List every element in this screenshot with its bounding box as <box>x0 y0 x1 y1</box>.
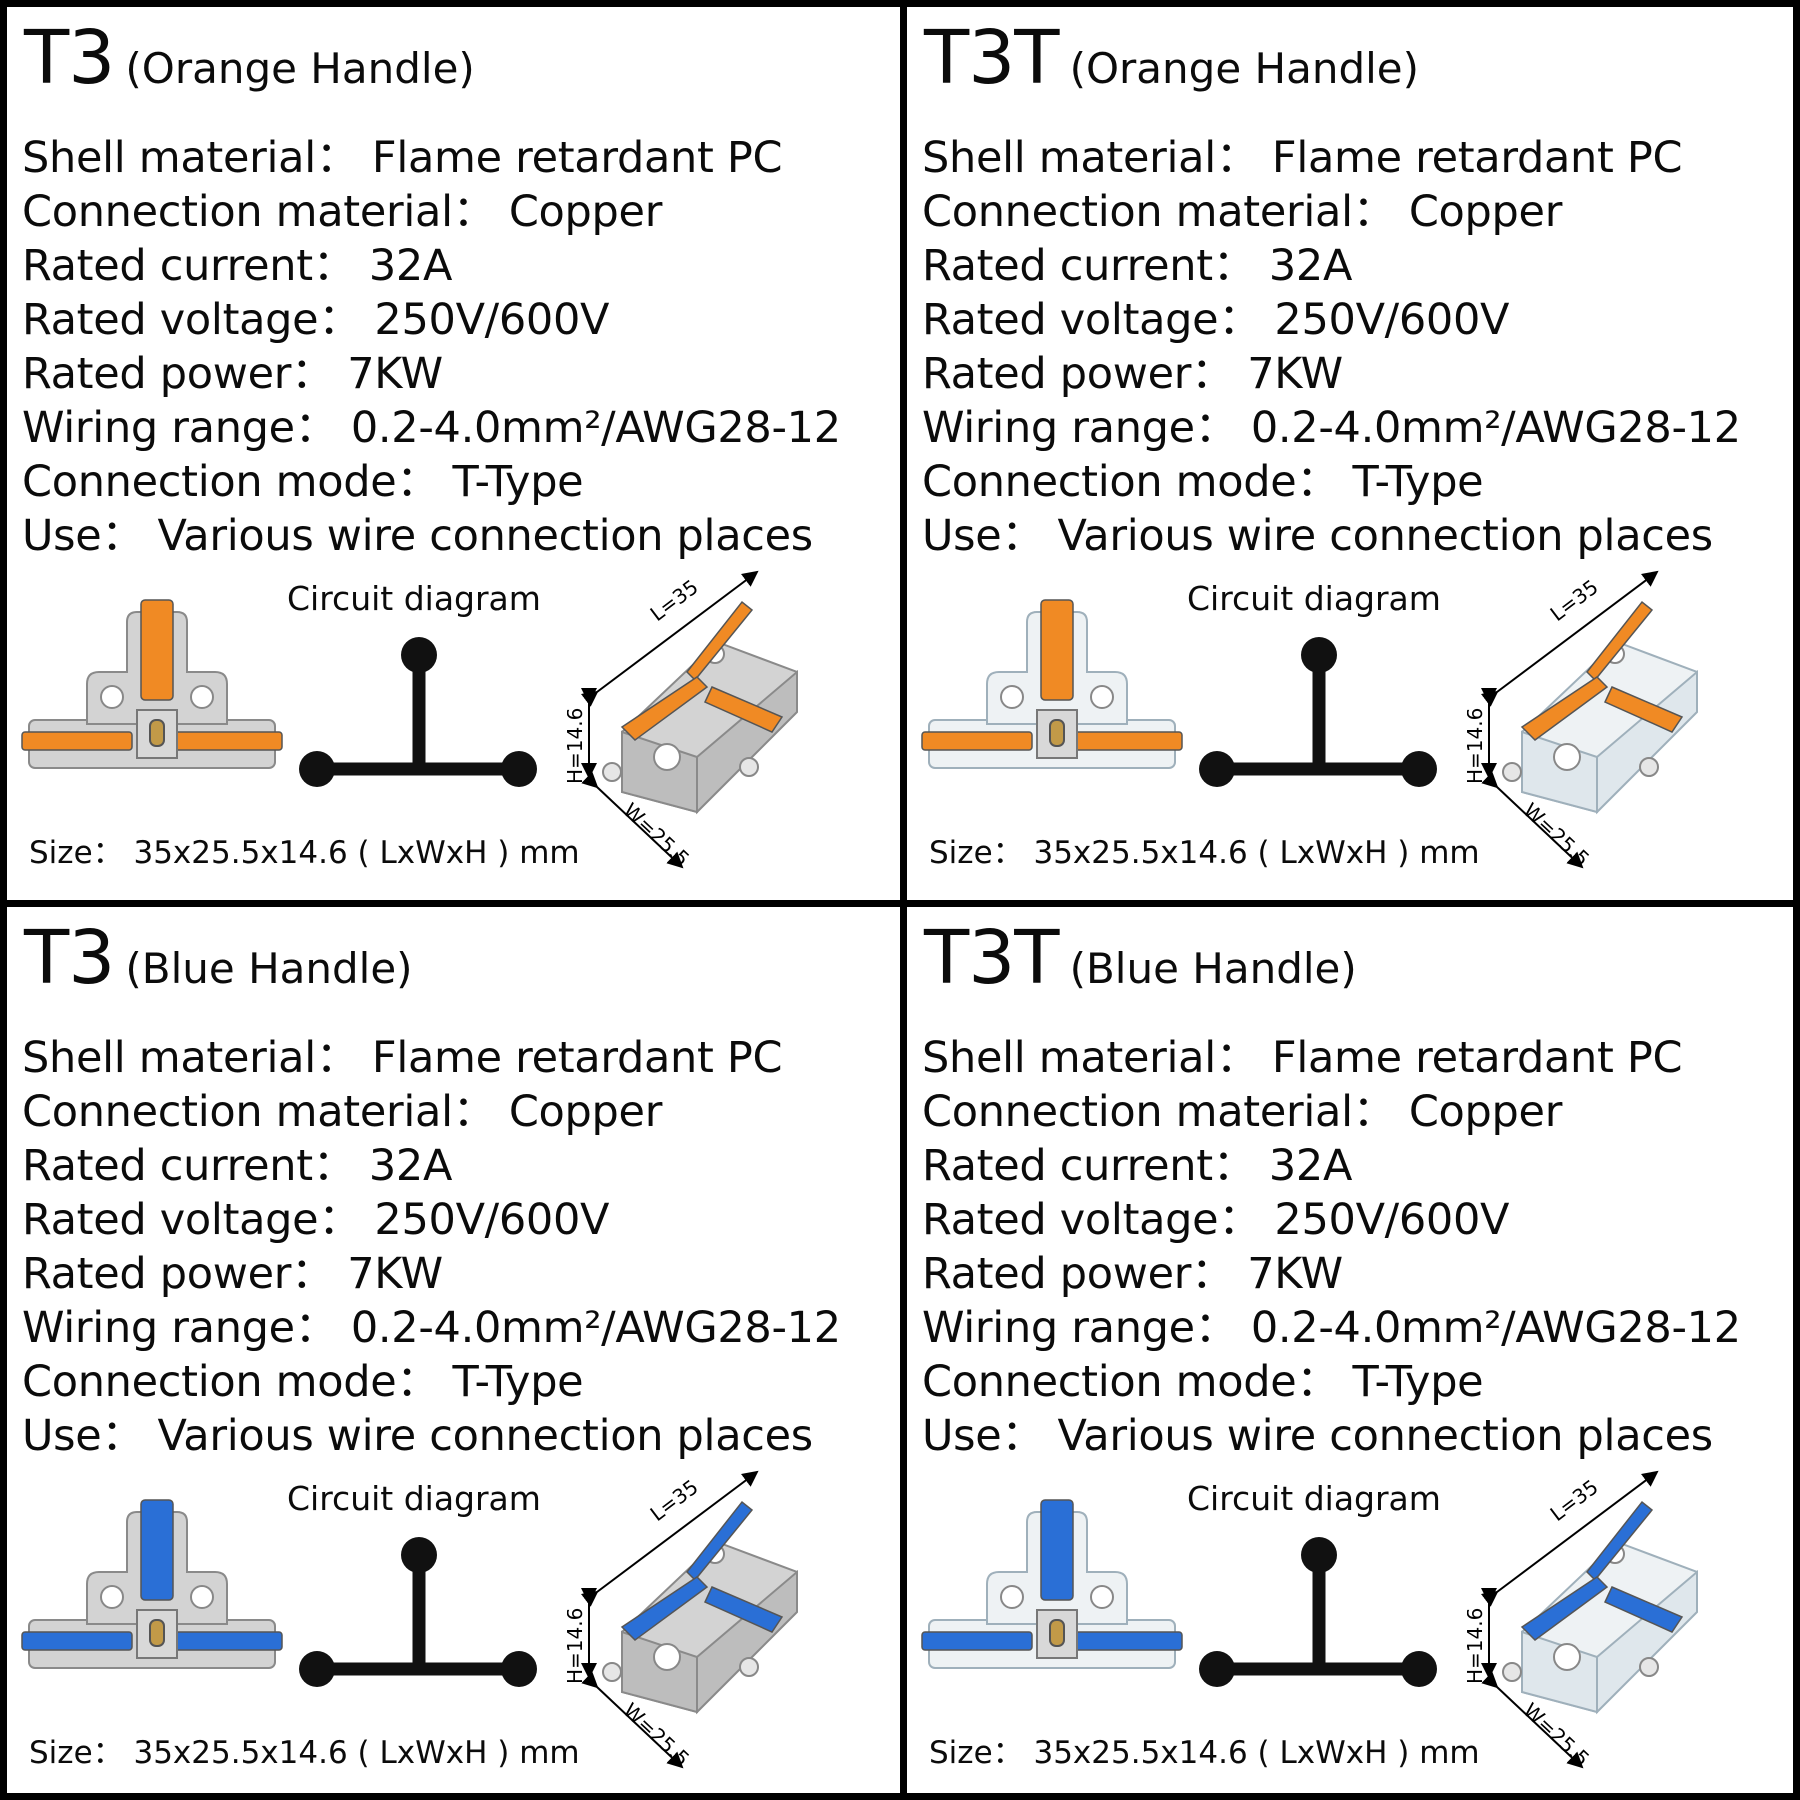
spec-rated-power: Rated power： 7KW <box>22 349 443 399</box>
panel-t3t-orange: T3T (Orange Handle) Shell material： Flam… <box>907 7 1793 900</box>
circuit-diagram-label: Circuit diagram <box>1187 579 1441 618</box>
spec-list: Shell material： Flame retardant PC Conne… <box>22 1031 841 1463</box>
height-dimension: H=14.6 <box>567 1608 587 1684</box>
t-circuit-diagram <box>1199 1537 1437 1687</box>
spec-shell-material: Shell material： Flame retardant PC <box>22 133 783 183</box>
spec-list: Shell material： Flame retardant PC Conne… <box>922 131 1741 563</box>
connector-front-view <box>921 1499 1183 1669</box>
spec-rated-current: Rated current： 32A <box>922 1141 1353 1191</box>
spec-wiring-range: Wiring range： 0.2-4.0mm²/AWG28-12 <box>22 403 841 453</box>
panel-title: T3 (Orange Handle) <box>24 21 475 95</box>
panel-t3-orange: T3 (Orange Handle) Shell material： Flame… <box>7 7 900 900</box>
size-text: Size： 35x25.5x14.6 ( LxWxH ) mm <box>929 835 1480 871</box>
spec-list: Shell material： Flame retardant PC Conne… <box>22 131 841 563</box>
spec-connection-mode: Connection mode： T-Type <box>22 457 584 507</box>
spec-use: Use： Various wire connection places <box>922 1411 1713 1461</box>
spec-use: Use： Various wire connection places <box>922 511 1713 561</box>
spec-rated-voltage: Rated voltage： 250V/600V <box>922 295 1510 345</box>
t-circuit-diagram <box>299 1537 537 1687</box>
size-text: Size： 35x25.5x14.6 ( LxWxH ) mm <box>29 835 580 871</box>
circuit-diagram-label: Circuit diagram <box>1187 1479 1441 1518</box>
spec-shell-material: Shell material： Flame retardant PC <box>22 1033 783 1083</box>
handle-variant: (Orange Handle) <box>1069 44 1420 93</box>
height-dimension: H=14.6 <box>1467 1608 1487 1684</box>
t-circuit-diagram <box>299 637 537 787</box>
model-name: T3T <box>924 15 1059 101</box>
handle-variant: (Blue Handle) <box>1069 944 1357 993</box>
spec-shell-material: Shell material： Flame retardant PC <box>922 133 1683 183</box>
spec-rated-current: Rated current： 32A <box>22 1141 453 1191</box>
spec-connection-material: Connection material： Copper <box>22 187 663 237</box>
height-dimension: H=14.6 <box>567 708 587 784</box>
spec-connection-mode: Connection mode： T-Type <box>22 1357 584 1407</box>
spec-wiring-range: Wiring range： 0.2-4.0mm²/AWG28-12 <box>922 403 1741 453</box>
spec-rated-power: Rated power： 7KW <box>922 1249 1343 1299</box>
spec-rated-voltage: Rated voltage： 250V/600V <box>22 295 610 345</box>
connector-iso-view: L=35 H=14.6 W=25.5 <box>1467 570 1698 871</box>
panel-title: T3T (Blue Handle) <box>924 921 1357 995</box>
spec-list: Shell material： Flame retardant PC Conne… <box>922 1031 1741 1463</box>
size-text: Size： 35x25.5x14.6 ( LxWxH ) mm <box>29 1735 580 1771</box>
spec-rated-current: Rated current： 32A <box>922 241 1353 291</box>
connector-iso-view: L=35 H=14.6 W=25.5 <box>567 1470 798 1771</box>
panel-title: T3T (Orange Handle) <box>924 21 1419 95</box>
t-circuit-diagram <box>1199 637 1437 787</box>
panel-t3t-blue: T3T (Blue Handle) Shell material： Flame … <box>907 907 1793 1793</box>
circuit-diagram-label: Circuit diagram <box>287 1479 541 1518</box>
spec-rated-voltage: Rated voltage： 250V/600V <box>922 1195 1510 1245</box>
spec-rated-power: Rated power： 7KW <box>922 349 1343 399</box>
spec-connection-mode: Connection mode： T-Type <box>922 457 1484 507</box>
connector-iso-view: L=35 H=14.6 W=25.5 <box>1467 1470 1698 1771</box>
spec-wiring-range: Wiring range： 0.2-4.0mm²/AWG28-12 <box>922 1303 1741 1353</box>
spec-rated-power: Rated power： 7KW <box>22 1249 443 1299</box>
handle-variant: (Blue Handle) <box>125 944 413 993</box>
handle-variant: (Orange Handle) <box>125 44 475 93</box>
connector-front-view <box>21 1499 283 1669</box>
spec-connection-material: Connection material： Copper <box>922 187 1563 237</box>
circuit-diagram-label: Circuit diagram <box>287 579 541 618</box>
spec-rated-current: Rated current： 32A <box>22 241 453 291</box>
model-name: T3 <box>24 915 115 1001</box>
connector-front-view <box>21 599 283 769</box>
size-text: Size： 35x25.5x14.6 ( LxWxH ) mm <box>929 1735 1480 1771</box>
spec-use: Use： Various wire connection places <box>22 1411 813 1461</box>
spec-rated-voltage: Rated voltage： 250V/600V <box>22 1195 610 1245</box>
connector-iso-view: L=35 H=14.6 W=25.5 <box>567 570 798 871</box>
spec-wiring-range: Wiring range： 0.2-4.0mm²/AWG28-12 <box>22 1303 841 1353</box>
spec-connection-material: Connection material： Copper <box>922 1087 1563 1137</box>
height-dimension: H=14.6 <box>1467 708 1487 784</box>
panel-t3-blue: T3 (Blue Handle) Shell material： Flame r… <box>7 907 900 1793</box>
panel-title: T3 (Blue Handle) <box>24 921 413 995</box>
spec-connection-mode: Connection mode： T-Type <box>922 1357 1484 1407</box>
spec-shell-material: Shell material： Flame retardant PC <box>922 1033 1683 1083</box>
spec-connection-material: Connection material： Copper <box>22 1087 663 1137</box>
model-name: T3T <box>924 915 1059 1001</box>
spec-use: Use： Various wire connection places <box>22 511 813 561</box>
connector-front-view <box>921 599 1183 769</box>
model-name: T3 <box>24 15 115 101</box>
